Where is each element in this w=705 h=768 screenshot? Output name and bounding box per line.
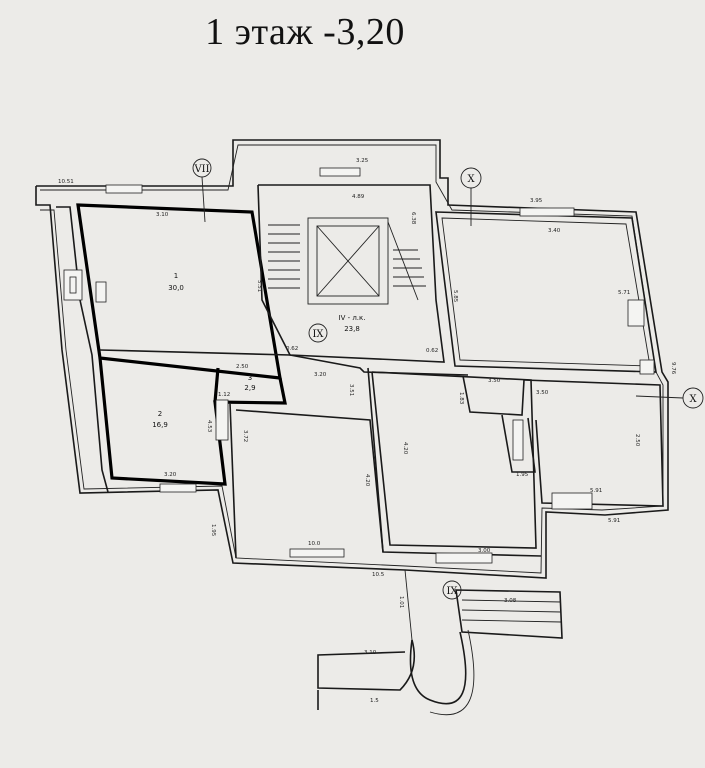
room-2-number: 2 <box>158 410 162 418</box>
porch <box>317 629 475 716</box>
dim-label: 6.38 <box>410 212 416 225</box>
axis-label-ix-stair: IX <box>312 329 324 340</box>
stair-area: 23,8 <box>344 325 360 333</box>
dim-label: 9.76 <box>670 362 676 375</box>
dim-label: 1.5 <box>370 698 379 704</box>
dim-label: 3.50 <box>536 390 549 396</box>
dim-label: 1.95 <box>516 472 529 478</box>
room-labels: 1 30,0 2 16,9 3 2,9 IV - л.к. 23,8 <box>152 272 365 429</box>
axis-markers: VII X X IX IX <box>192 158 704 600</box>
dim-label: 3.20 <box>164 472 177 478</box>
dim-label: 10.0 <box>308 541 321 547</box>
axis-label-x-right: X <box>689 394 697 405</box>
dim-label: 3.00 <box>478 548 491 554</box>
room-1-number: 1 <box>174 272 178 280</box>
room-3-area: 2,9 <box>244 384 255 392</box>
dim-label: 5.51 <box>256 280 262 292</box>
dim-label: 1.01 <box>398 596 404 608</box>
dim-label: 4.20 <box>402 442 408 455</box>
entrance-steps <box>404 569 563 641</box>
left-annex <box>56 206 109 493</box>
dim-label: 4.53 <box>206 420 212 433</box>
dim-label: 3.95 <box>530 198 543 204</box>
dim-label: 2.50 <box>634 434 640 447</box>
dim-label: 3.50 <box>488 378 501 384</box>
dim-label: 1.12 <box>218 392 230 398</box>
middle-walls <box>99 349 664 559</box>
windows <box>105 167 593 564</box>
axis-marker-ix-entry <box>442 580 462 600</box>
axis-label-x-top: X <box>467 174 475 185</box>
dim-label: 5.91 <box>608 518 620 524</box>
dim-label: 10.51 <box>58 179 74 185</box>
room-2-outline <box>98 357 287 486</box>
stair-label: IV - л.к. <box>339 314 366 322</box>
dim-label: 3.20 <box>314 372 327 378</box>
dim-label: 5.91 <box>590 488 602 494</box>
dim-label: 1.83 <box>458 392 464 405</box>
stair-core <box>257 184 445 363</box>
dim-label: 3.72 <box>242 430 248 442</box>
dim-label: 4.20 <box>364 474 370 487</box>
dim-label: 1.95 <box>210 524 216 537</box>
dim-label: 5.85 <box>452 290 458 303</box>
dim-label: 10.5 <box>372 572 385 578</box>
dim-label: 3.10 <box>156 212 169 218</box>
dim-label: 3.08 <box>504 598 517 604</box>
dim-label: 4.89 <box>352 194 365 200</box>
dim-label: 3.40 <box>548 228 561 234</box>
dim-label: 0.62 <box>426 348 438 354</box>
dim-label: 2.50 <box>236 364 249 370</box>
dim-label: 0.62 <box>286 346 298 352</box>
room-1-area: 30,0 <box>168 284 184 292</box>
axis-label-vii: VII <box>193 164 209 175</box>
axis-label-ix-entry: IX <box>446 586 458 597</box>
page-title: 1 этаж -3,20 <box>205 11 405 53</box>
dim-label: 3.25 <box>356 158 369 164</box>
dim-label: 5.71 <box>618 290 630 296</box>
dimension-labels: 10.51 3.25 3.10 4.89 5.51 3.95 3.40 5.85… <box>58 158 676 704</box>
dim-label: 3.51 <box>348 384 354 396</box>
room-2-area: 16,9 <box>152 421 168 429</box>
room-3-number: 3 <box>248 374 252 382</box>
axis-marker-ix-stair <box>308 323 328 343</box>
dim-label: 3.10 <box>364 650 377 656</box>
